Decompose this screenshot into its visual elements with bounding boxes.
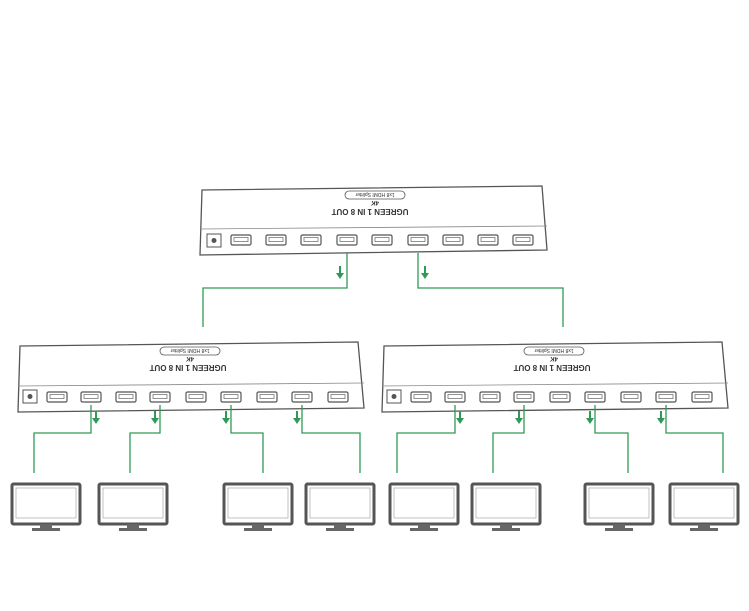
cable-monitor-1 bbox=[33, 405, 92, 473]
top-to-sub-cables bbox=[202, 253, 564, 327]
splitter-right: 1x8 HDMI Splitter 4K UGREEN 1 IN 8 OUT bbox=[381, 341, 729, 413]
arrow-top-2 bbox=[420, 265, 430, 280]
cable-monitor-2 bbox=[129, 405, 161, 473]
splitter-top-4k-label: 4K bbox=[370, 199, 379, 205]
splitter-top-model-label: 1x8 HDMI Splitter bbox=[355, 191, 395, 197]
splitter-left-ports bbox=[46, 391, 349, 403]
monitor-8 bbox=[668, 482, 740, 533]
splitter-left-4k-label: 4K bbox=[185, 355, 194, 361]
splitter-left-badge: 1x8 HDMI Splitter bbox=[159, 346, 221, 356]
monitor-3 bbox=[222, 482, 294, 533]
splitter-top-badge: 1x8 HDMI Splitter bbox=[344, 190, 406, 200]
cable-to-left-splitter bbox=[202, 253, 348, 327]
arrow-right-2 bbox=[514, 410, 524, 425]
splitter-right-power-icon bbox=[386, 389, 402, 404]
monitor-1 bbox=[10, 482, 82, 533]
splitter-top: 1x8 HDMI Splitter 4K UGREEN 1 IN 8 OUT bbox=[199, 185, 548, 256]
splitter-left-power-icon bbox=[22, 389, 38, 404]
arrow-left-2 bbox=[150, 410, 160, 425]
arrow-left-1 bbox=[91, 410, 101, 425]
splitter-top-brand-label: UGREEN 1 IN 8 OUT bbox=[331, 207, 408, 216]
monitor-4 bbox=[304, 482, 376, 533]
cable-monitor-7 bbox=[594, 405, 629, 473]
monitor-5 bbox=[388, 482, 460, 533]
splitter-left: 1x8 HDMI Splitter 4K UGREEN 1 IN 8 OUT bbox=[17, 341, 365, 413]
monitor-7 bbox=[583, 482, 655, 533]
splitter-right-ports bbox=[410, 391, 713, 403]
arrow-right-3 bbox=[585, 410, 595, 425]
splitter-right-badge: 1x8 HDMI Splitter bbox=[523, 346, 585, 356]
splitter-top-ports bbox=[230, 234, 534, 246]
cable-monitor-4 bbox=[301, 405, 361, 473]
monitor-2 bbox=[97, 482, 169, 533]
cable-monitor-6 bbox=[492, 405, 525, 473]
arrow-right-4 bbox=[656, 410, 666, 425]
splitter-right-4k-label: 4K bbox=[549, 355, 558, 361]
arrow-left-4 bbox=[292, 410, 302, 425]
cable-to-right-splitter bbox=[417, 253, 564, 327]
cable-monitor-5 bbox=[396, 405, 456, 473]
arrow-left-3 bbox=[221, 410, 231, 425]
arrow-right-1 bbox=[455, 410, 465, 425]
sub-to-monitor-cables bbox=[33, 405, 724, 473]
monitor-6 bbox=[470, 482, 542, 533]
splitter-left-brand-label: UGREEN 1 IN 8 OUT bbox=[149, 363, 226, 372]
splitter-right-brand-label: UGREEN 1 IN 8 OUT bbox=[513, 363, 590, 372]
splitter-top-power-icon bbox=[206, 233, 222, 248]
splitter-left-model-label: 1x8 HDMI Splitter bbox=[170, 347, 210, 353]
cable-monitor-3 bbox=[230, 405, 264, 473]
splitter-right-model-label: 1x8 HDMI Splitter bbox=[534, 347, 574, 353]
arrow-top-1 bbox=[335, 265, 345, 280]
cable-monitor-8 bbox=[665, 405, 724, 473]
monitors bbox=[10, 482, 740, 533]
